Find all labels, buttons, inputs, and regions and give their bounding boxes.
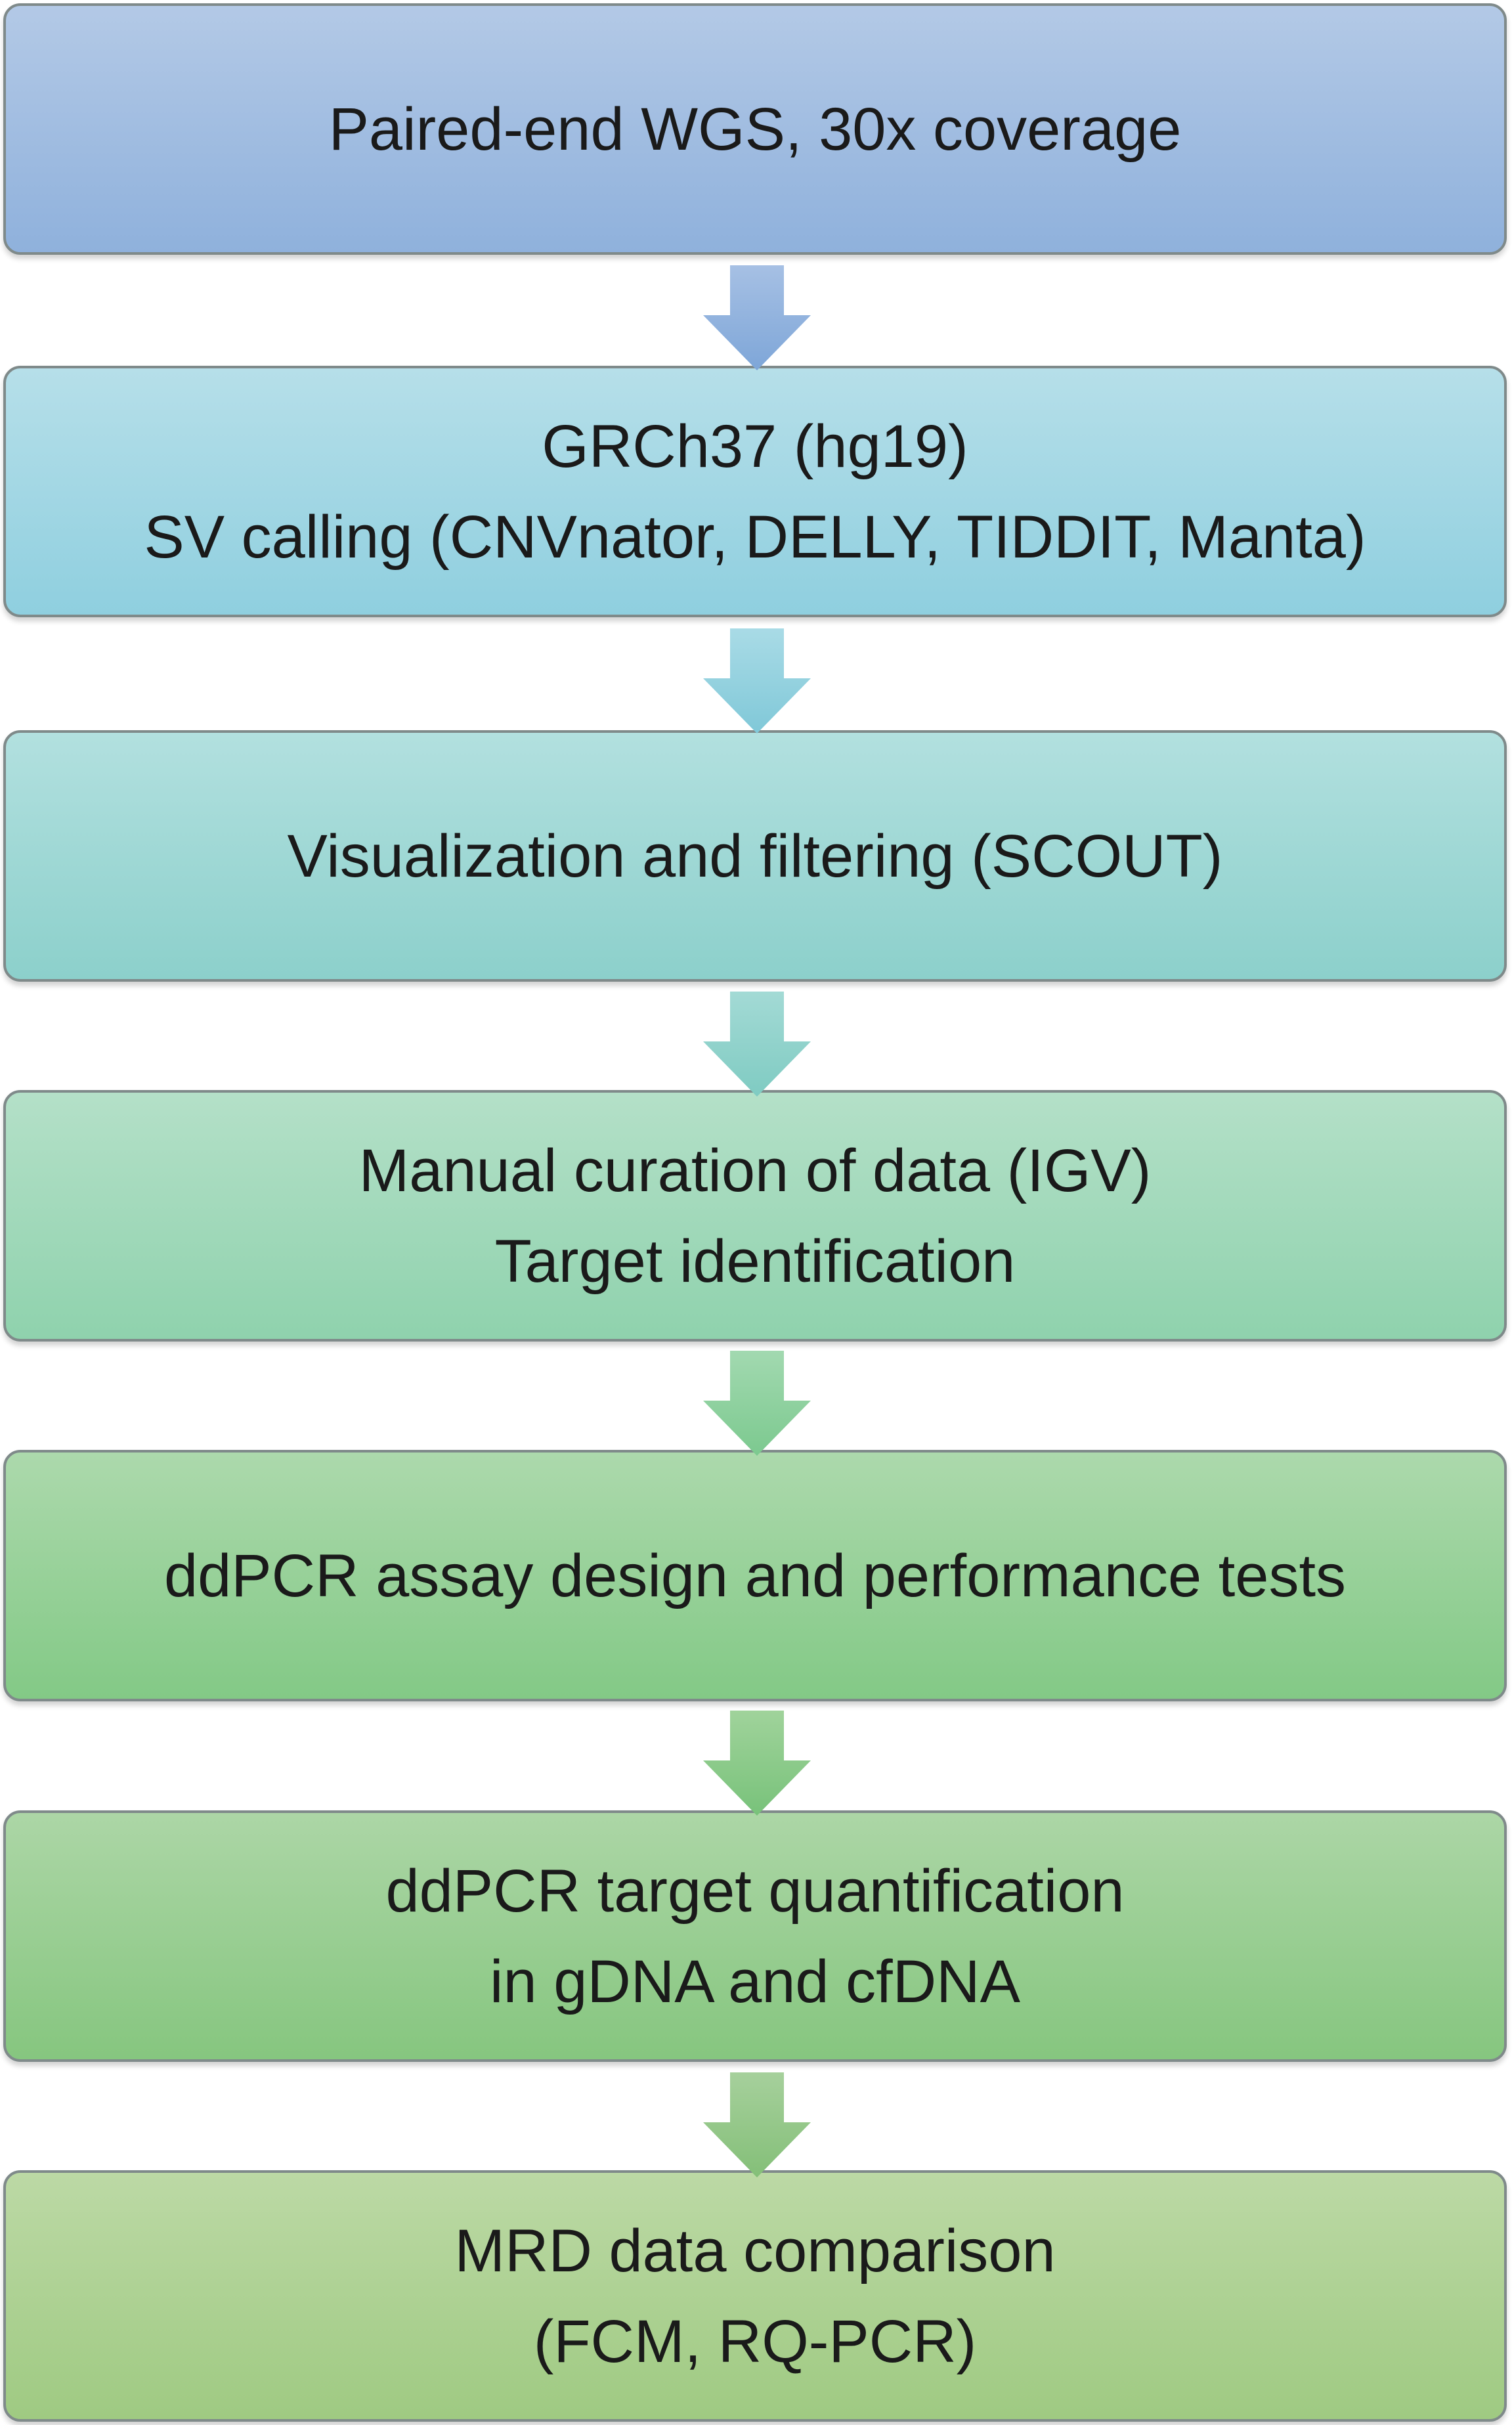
- down-arrow-icon: [703, 265, 811, 370]
- down-arrow-shape: [703, 265, 811, 370]
- step-visualization-filtering-box: Visualization and filtering (SCOUT): [3, 730, 1507, 982]
- down-arrow-icon: [703, 992, 811, 1097]
- down-arrow-icon: [703, 1351, 811, 1456]
- down-arrow-shape: [703, 1351, 811, 1456]
- step-sv-calling-box: GRCh37 (hg19) SV calling (CNVnator, DELLY…: [3, 366, 1507, 617]
- down-arrow-shape: [703, 628, 811, 733]
- step-sv-calling-text-line: SV calling (CNVnator, DELLY, TIDDIT, Man…: [144, 503, 1366, 571]
- step-manual-curation-box: Manual curation of data (IGV) Target iden…: [3, 1090, 1507, 1342]
- step-sv-calling-text-line: GRCh37 (hg19): [542, 412, 968, 480]
- step-manual-curation-text-line: Manual curation of data (IGV): [358, 1137, 1152, 1204]
- step-mrd-comparison-text-line: MRD data comparison: [454, 2217, 1056, 2284]
- step-ddpcr-assay-design-box: ddPCR assay design and performance tests: [3, 1450, 1507, 1701]
- down-arrow-shape: [703, 992, 811, 1097]
- step-wgs-sequencing-box: Paired-end WGS, 30x coverage: [3, 3, 1507, 255]
- step-mrd-comparison-text-line: (FCM, RQ-PCR): [533, 2307, 977, 2375]
- step-visualization-filtering-text-line: Visualization and filtering (SCOUT): [287, 822, 1223, 890]
- down-arrow-shape: [703, 1711, 811, 1816]
- step-mrd-comparison-box: MRD data comparison (FCM, RQ-PCR): [3, 2170, 1507, 2422]
- down-arrow-icon: [703, 1711, 811, 1816]
- down-arrow-icon: [703, 2072, 811, 2177]
- step-ddpcr-quantification-box: ddPCR target quantification in gDNA and c…: [3, 1810, 1507, 2062]
- down-arrow-shape: [703, 2072, 811, 2177]
- down-arrow-icon: [703, 628, 811, 733]
- step-wgs-sequencing-text-line: Paired-end WGS, 30x coverage: [328, 95, 1182, 163]
- step-ddpcr-quantification-text-line: ddPCR target quantification: [385, 1857, 1125, 1925]
- step-manual-curation-text-line: Target identification: [494, 1227, 1016, 1295]
- step-ddpcr-quantification-text-line: in gDNA and cfDNA: [490, 1948, 1020, 2015]
- step-ddpcr-assay-design-text-line: ddPCR assay design and performance tests: [163, 1542, 1347, 1609]
